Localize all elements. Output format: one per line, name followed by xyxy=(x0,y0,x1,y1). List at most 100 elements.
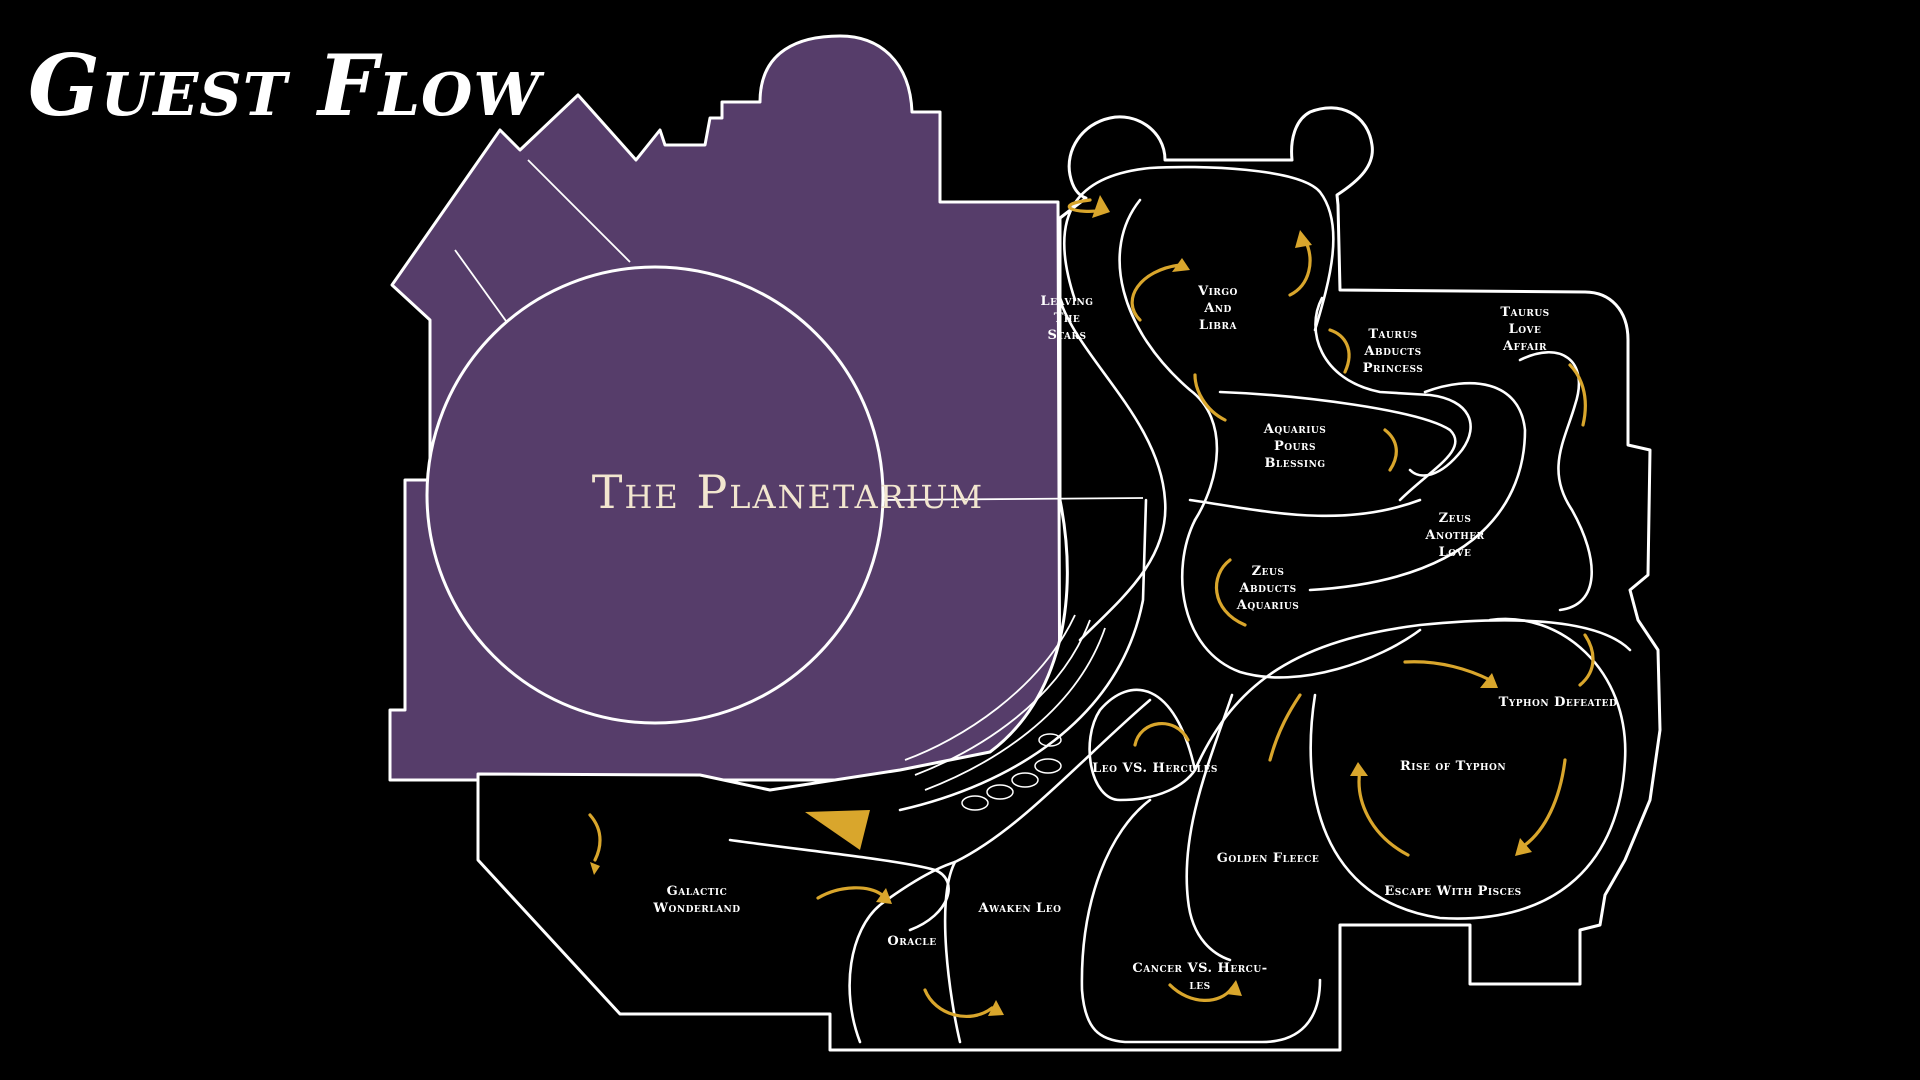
flow-arrow xyxy=(1130,263,1182,322)
room-label-line: Affair xyxy=(1502,339,1547,354)
flow-arrows xyxy=(588,195,1595,1018)
zone-loop-oracle xyxy=(848,860,957,1044)
room-label-line: Zeus xyxy=(1252,564,1285,579)
page-title: Guest Flow xyxy=(28,36,541,135)
room-label-line: les xyxy=(1189,978,1210,993)
room-label-line: Taurus xyxy=(1500,305,1549,320)
zone-divider-zeus xyxy=(1188,498,1422,518)
zone-divider-stars xyxy=(1058,298,1167,642)
zone-loop-virgo xyxy=(1062,165,1335,332)
zone-loop-awaken xyxy=(943,698,1152,1044)
room-label-line: Galactic xyxy=(667,884,728,899)
room-label-line: Another xyxy=(1424,528,1484,543)
room-label-line: Blessing xyxy=(1264,456,1325,471)
room-label-line: Aquarius xyxy=(1236,598,1300,613)
flow-arrow xyxy=(816,886,884,900)
arrowhead xyxy=(590,862,600,875)
room-label-oracle: Oracle xyxy=(887,934,936,949)
exit-arrowhead xyxy=(805,810,870,850)
zone-loop-golden-fleece xyxy=(1185,693,1234,962)
ride-vehicles xyxy=(961,733,1062,811)
zone-divider-stars-2 xyxy=(1118,198,1219,522)
room-label-leo-vs-hercules: Leo VS. Hercules xyxy=(1092,761,1218,776)
zone-divider-aquarius xyxy=(1218,390,1457,502)
flow-arrow xyxy=(1523,758,1567,847)
ride-building xyxy=(476,106,1662,1052)
zone-divider-typhon xyxy=(1193,619,1632,772)
flow-arrow xyxy=(1578,633,1595,687)
room-label-line: Abducts xyxy=(1238,581,1296,596)
zone-loop-cancer xyxy=(1080,798,1322,1044)
room-label-line: Libra xyxy=(1199,318,1237,333)
room-label-line: Rise of Typhon xyxy=(1400,759,1506,774)
room-label-line: Taurus xyxy=(1368,327,1417,342)
room-label-line: Princess xyxy=(1363,361,1424,376)
room-label-line: Typhon Defeated xyxy=(1499,695,1618,710)
zone-divider-zeus-love xyxy=(1308,381,1527,592)
room-label-line: Leaving xyxy=(1041,294,1094,309)
planetarium-wing-line-2 xyxy=(527,159,631,263)
room-label-line: Love xyxy=(1509,322,1542,337)
room-label-line: Stars xyxy=(1047,328,1086,343)
flow-arrow xyxy=(588,813,602,862)
room-label-rise-of-typhon: Rise of Typhon xyxy=(1400,759,1506,774)
arrowhead xyxy=(876,888,892,904)
dome-axis-line xyxy=(882,497,1144,501)
flow-arrow xyxy=(1383,428,1398,472)
queue-rail-2 xyxy=(914,619,1091,776)
room-label-line: Awaken Leo xyxy=(978,901,1062,916)
dome-outer-ring xyxy=(898,498,1148,812)
arrowhead xyxy=(1092,195,1110,218)
zone-loop-taurus xyxy=(1314,296,1472,477)
room-label-line: Virgo xyxy=(1197,284,1238,299)
room-label-line: Leo VS. Hercules xyxy=(1092,761,1218,776)
queue-rail-1 xyxy=(904,614,1076,761)
flow-arrow xyxy=(1268,693,1302,762)
room-label-line: The xyxy=(1054,311,1081,326)
room-label-golden-fleece: Golden Fleece xyxy=(1217,851,1320,866)
room-label-line: Pours xyxy=(1274,439,1316,454)
zone-loop-zeus-aquarius xyxy=(1180,518,1422,679)
flow-arrow xyxy=(1328,328,1351,374)
room-label-typhon-defeated: Typhon Defeated xyxy=(1499,695,1618,710)
planetarium-name: The Planetarium xyxy=(592,465,984,519)
arrowhead xyxy=(988,1000,1004,1016)
flow-arrow xyxy=(1403,660,1492,682)
zone-divider-leo xyxy=(1088,688,1197,802)
flow-arrow xyxy=(1133,722,1190,747)
room-label-line: Cancer VS. Hercu- xyxy=(1132,961,1267,976)
arrowhead xyxy=(1480,673,1498,688)
flow-arrow xyxy=(1193,373,1227,422)
room-label-line: Aquarius xyxy=(1263,422,1327,437)
room-label-line: Wonderland xyxy=(652,901,740,916)
arrowhead xyxy=(1295,230,1312,248)
room-label-line: Escape With Pisces xyxy=(1384,884,1521,899)
flow-arrow xyxy=(923,988,994,1018)
room-label-line: Golden Fleece xyxy=(1217,851,1320,866)
zone-loop-galactic xyxy=(728,838,950,932)
room-label-escape-with-pisces: Escape With Pisces xyxy=(1384,884,1521,899)
room-label-cancer-vs-hercules: Cancer VS. Hercu-les xyxy=(1132,961,1267,993)
queue-rail-3 xyxy=(924,627,1106,791)
arrowhead xyxy=(1350,762,1368,776)
room-label-line: And xyxy=(1203,301,1232,316)
flow-arrow xyxy=(1357,768,1410,857)
zone-loop-love-affair xyxy=(1518,350,1593,612)
arrowhead xyxy=(1226,980,1242,996)
room-label-line: Abducts xyxy=(1363,344,1421,359)
flow-arrow xyxy=(1214,558,1247,627)
arrowhead xyxy=(1172,258,1190,272)
arrowhead xyxy=(1515,838,1532,856)
room-label-line: Oracle xyxy=(887,934,936,949)
room-label-line: Zeus xyxy=(1439,511,1472,526)
